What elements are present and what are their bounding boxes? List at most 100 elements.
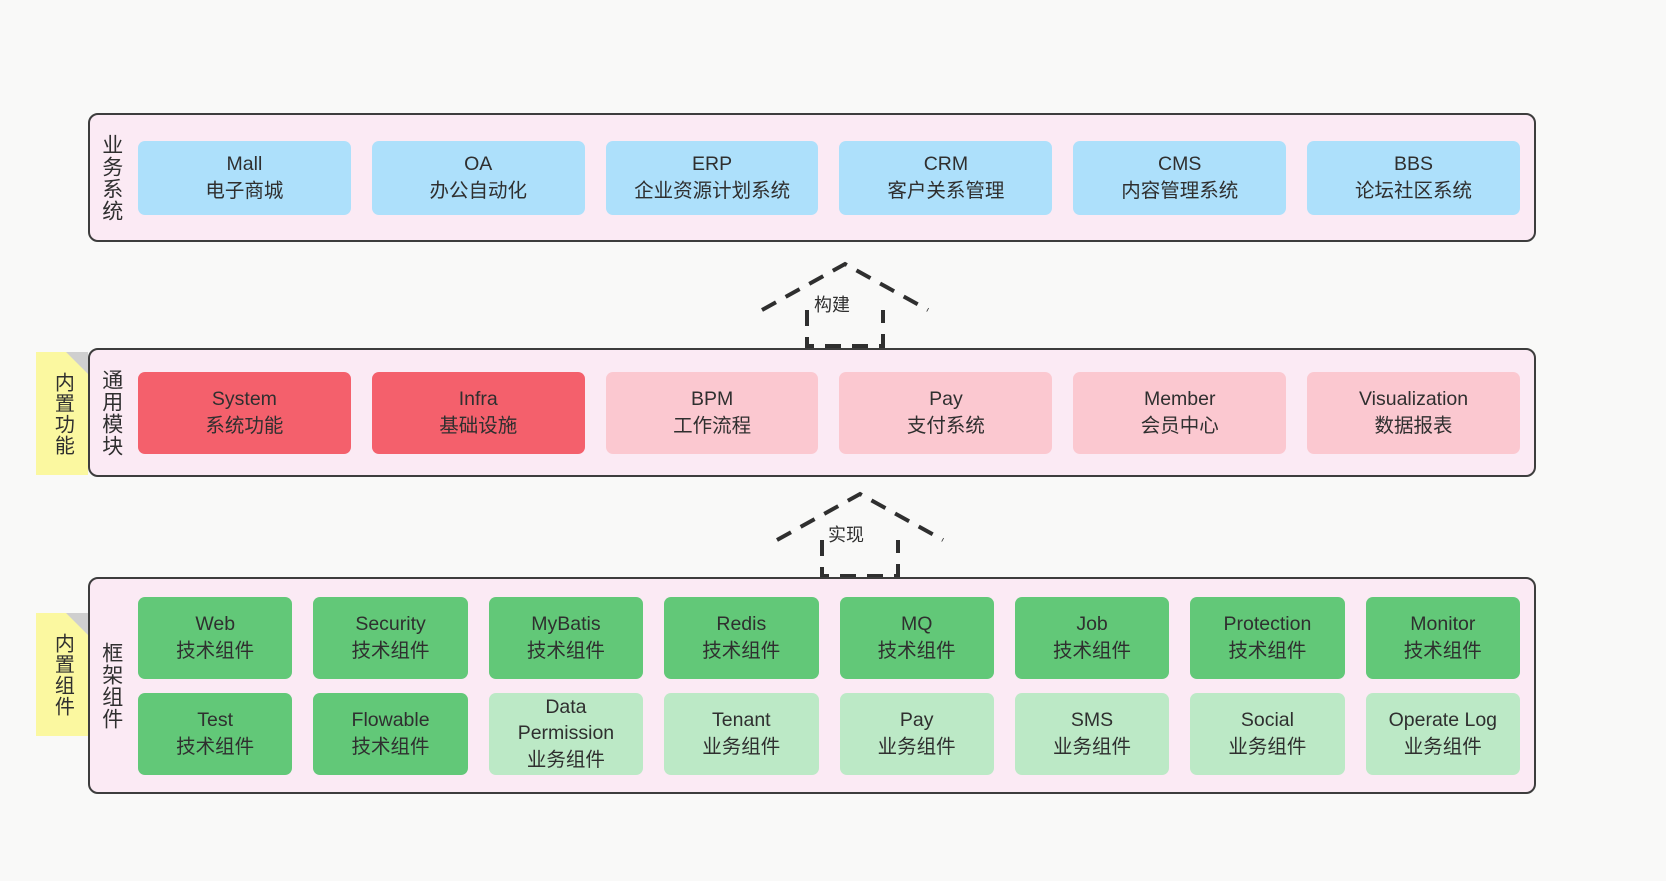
card-row: Web 技术组件 Security 技术组件 MyBatis 技术组件 Redi…: [138, 596, 1520, 679]
connector-build-label: 构建: [812, 291, 852, 317]
card-title: Security: [355, 613, 426, 636]
card-infra[interactable]: Infra 基础设施: [371, 371, 585, 454]
card-subtitle: 业务组件: [1228, 735, 1307, 758]
card-subtitle: 技术组件: [176, 735, 255, 758]
card-tenant[interactable]: Tenant 业务组件: [664, 692, 819, 775]
card-subtitle: 技术组件: [351, 735, 430, 758]
card-bpm[interactable]: BPM 工作流程: [605, 371, 819, 454]
card-protection[interactable]: Protection 技术组件: [1190, 596, 1345, 679]
layer-body-framework-component: Web 技术组件 Security 技术组件 MyBatis 技术组件 Redi…: [132, 579, 1534, 792]
card-subtitle: 企业资源计划系统: [634, 179, 791, 202]
card-subtitle: 数据报表: [1374, 414, 1453, 437]
card-title: BPM: [690, 388, 734, 411]
card-member[interactable]: Member 会员中心: [1073, 371, 1287, 454]
card-pay[interactable]: Pay 支付系统: [839, 371, 1053, 454]
card-sms[interactable]: SMS 业务组件: [1014, 692, 1170, 775]
sticky-note-builtin-component: 内置组件: [36, 613, 88, 736]
sticky-note-label: 内置功能: [51, 371, 74, 456]
layer-framework-component: 框架组件 Web 技术组件 Security 技术组件 MyBatis 技术组件…: [88, 577, 1536, 794]
card-title: BBS: [1394, 153, 1434, 176]
card-title: Web: [195, 613, 236, 636]
layer-body-common-module: System 系统功能 Infra 基础设施 BPM 工作流程 Pay 支付系统…: [132, 350, 1534, 475]
card-title: Pay: [899, 709, 934, 732]
layer-business-system: 业务系统 Mall 电子商城 OA 办公自动化 ERP 企业资源计划系统 CRM…: [88, 113, 1536, 242]
card-subtitle: 业务组件: [526, 748, 605, 771]
card-subtitle: 技术组件: [877, 639, 956, 662]
layer-label-business-system: 业务系统: [99, 133, 123, 222]
card-subtitle: 技术组件: [1403, 639, 1482, 662]
card-subtitle: 技术组件: [1053, 639, 1132, 662]
card-title: Redis: [716, 613, 767, 636]
layer-label-framework-component: 框架组件: [99, 641, 123, 730]
card-subtitle: 技术组件: [176, 639, 255, 662]
sticky-fold-corner-icon: [66, 613, 88, 635]
card-pay-business[interactable]: Pay 业务组件: [839, 692, 994, 775]
card-mq[interactable]: MQ 技术组件: [839, 596, 994, 679]
card-title: SMS: [1070, 709, 1114, 732]
card-subtitle: 会员中心: [1140, 414, 1219, 437]
card-flowable[interactable]: Flowable 技术组件: [313, 692, 468, 775]
card-operate-log[interactable]: Operate Log 业务组件: [1365, 692, 1520, 775]
card-row: Mall 电子商城 OA 办公自动化 ERP 企业资源计划系统 CRM 客户关系…: [138, 140, 1520, 215]
card-subtitle: 电子商城: [205, 179, 284, 202]
card-row: Test 技术组件 Flowable 技术组件 Data Permission …: [138, 692, 1520, 775]
card-title: System: [211, 388, 277, 411]
card-subtitle: 技术组件: [526, 639, 605, 662]
card-test[interactable]: Test 技术组件: [138, 692, 293, 775]
card-subtitle: 客户关系管理: [887, 179, 1005, 202]
card-cms[interactable]: CMS 内容管理系统: [1073, 140, 1287, 215]
card-subtitle: 论坛社区系统: [1355, 179, 1473, 202]
card-crm[interactable]: CRM 客户关系管理: [839, 140, 1053, 215]
sticky-fold-corner-icon: [66, 352, 88, 374]
card-bbs[interactable]: BBS 论坛社区系统: [1307, 140, 1520, 215]
card-erp[interactable]: ERP 企业资源计划系统: [605, 140, 819, 215]
layer-common-module: 通用模块 System 系统功能 Infra 基础设施 BPM 工作流程 Pay…: [88, 348, 1536, 477]
layer-body-business-system: Mall 电子商城 OA 办公自动化 ERP 企业资源计划系统 CRM 客户关系…: [132, 115, 1534, 240]
card-subtitle: 基础设施: [439, 414, 518, 437]
card-mybatis[interactable]: MyBatis 技术组件: [488, 596, 644, 679]
card-title: MQ: [900, 613, 933, 636]
card-title: Visualization: [1358, 388, 1469, 411]
card-subtitle: 系统功能: [205, 414, 284, 437]
card-subtitle: 办公自动化: [429, 179, 527, 202]
layer-label-common-module: 通用模块: [99, 368, 123, 457]
card-title: Job: [1076, 613, 1108, 636]
card-title: CRM: [923, 153, 969, 176]
card-system[interactable]: System 系统功能: [138, 371, 351, 454]
card-title: Mall: [226, 153, 263, 176]
card-job[interactable]: Job 技术组件: [1014, 596, 1170, 679]
card-security[interactable]: Security 技术组件: [313, 596, 468, 679]
card-social[interactable]: Social 业务组件: [1190, 692, 1345, 775]
card-title: Operate Log: [1388, 709, 1498, 732]
card-subtitle: 业务组件: [877, 735, 956, 758]
card-subtitle: 业务组件: [702, 735, 781, 758]
card-monitor[interactable]: Monitor 技术组件: [1365, 596, 1520, 679]
card-title: Test: [197, 709, 234, 732]
card-subtitle: 业务组件: [1403, 735, 1482, 758]
card-title: Tenant: [712, 709, 771, 732]
card-data-permission[interactable]: Data Permission 业务组件: [488, 692, 644, 775]
card-visualization[interactable]: Visualization 数据报表: [1307, 371, 1520, 454]
card-title: MyBatis: [531, 613, 601, 636]
card-redis[interactable]: Redis 技术组件: [664, 596, 819, 679]
card-title: Data Permission: [517, 696, 615, 745]
sticky-note-builtin-function: 内置功能: [36, 352, 88, 475]
card-title: Infra: [458, 388, 498, 411]
card-oa[interactable]: OA 办公自动化: [371, 140, 585, 215]
sticky-note-label: 内置组件: [51, 632, 74, 717]
card-subtitle: 内容管理系统: [1121, 179, 1239, 202]
card-subtitle: 工作流程: [673, 414, 752, 437]
card-title: ERP: [692, 153, 733, 176]
card-web[interactable]: Web 技术组件: [138, 596, 293, 679]
card-title: Pay: [929, 388, 963, 411]
connector-realize-arrow: [776, 491, 944, 578]
card-subtitle: 技术组件: [351, 639, 430, 662]
connector-realize-label: 实现: [826, 521, 866, 547]
card-title: CMS: [1158, 153, 1202, 176]
card-title: Member: [1143, 388, 1216, 411]
card-mall[interactable]: Mall 电子商城: [138, 140, 351, 215]
card-title: Monitor: [1410, 613, 1476, 636]
card-subtitle: 技术组件: [1228, 639, 1307, 662]
card-title: OA: [464, 153, 493, 176]
